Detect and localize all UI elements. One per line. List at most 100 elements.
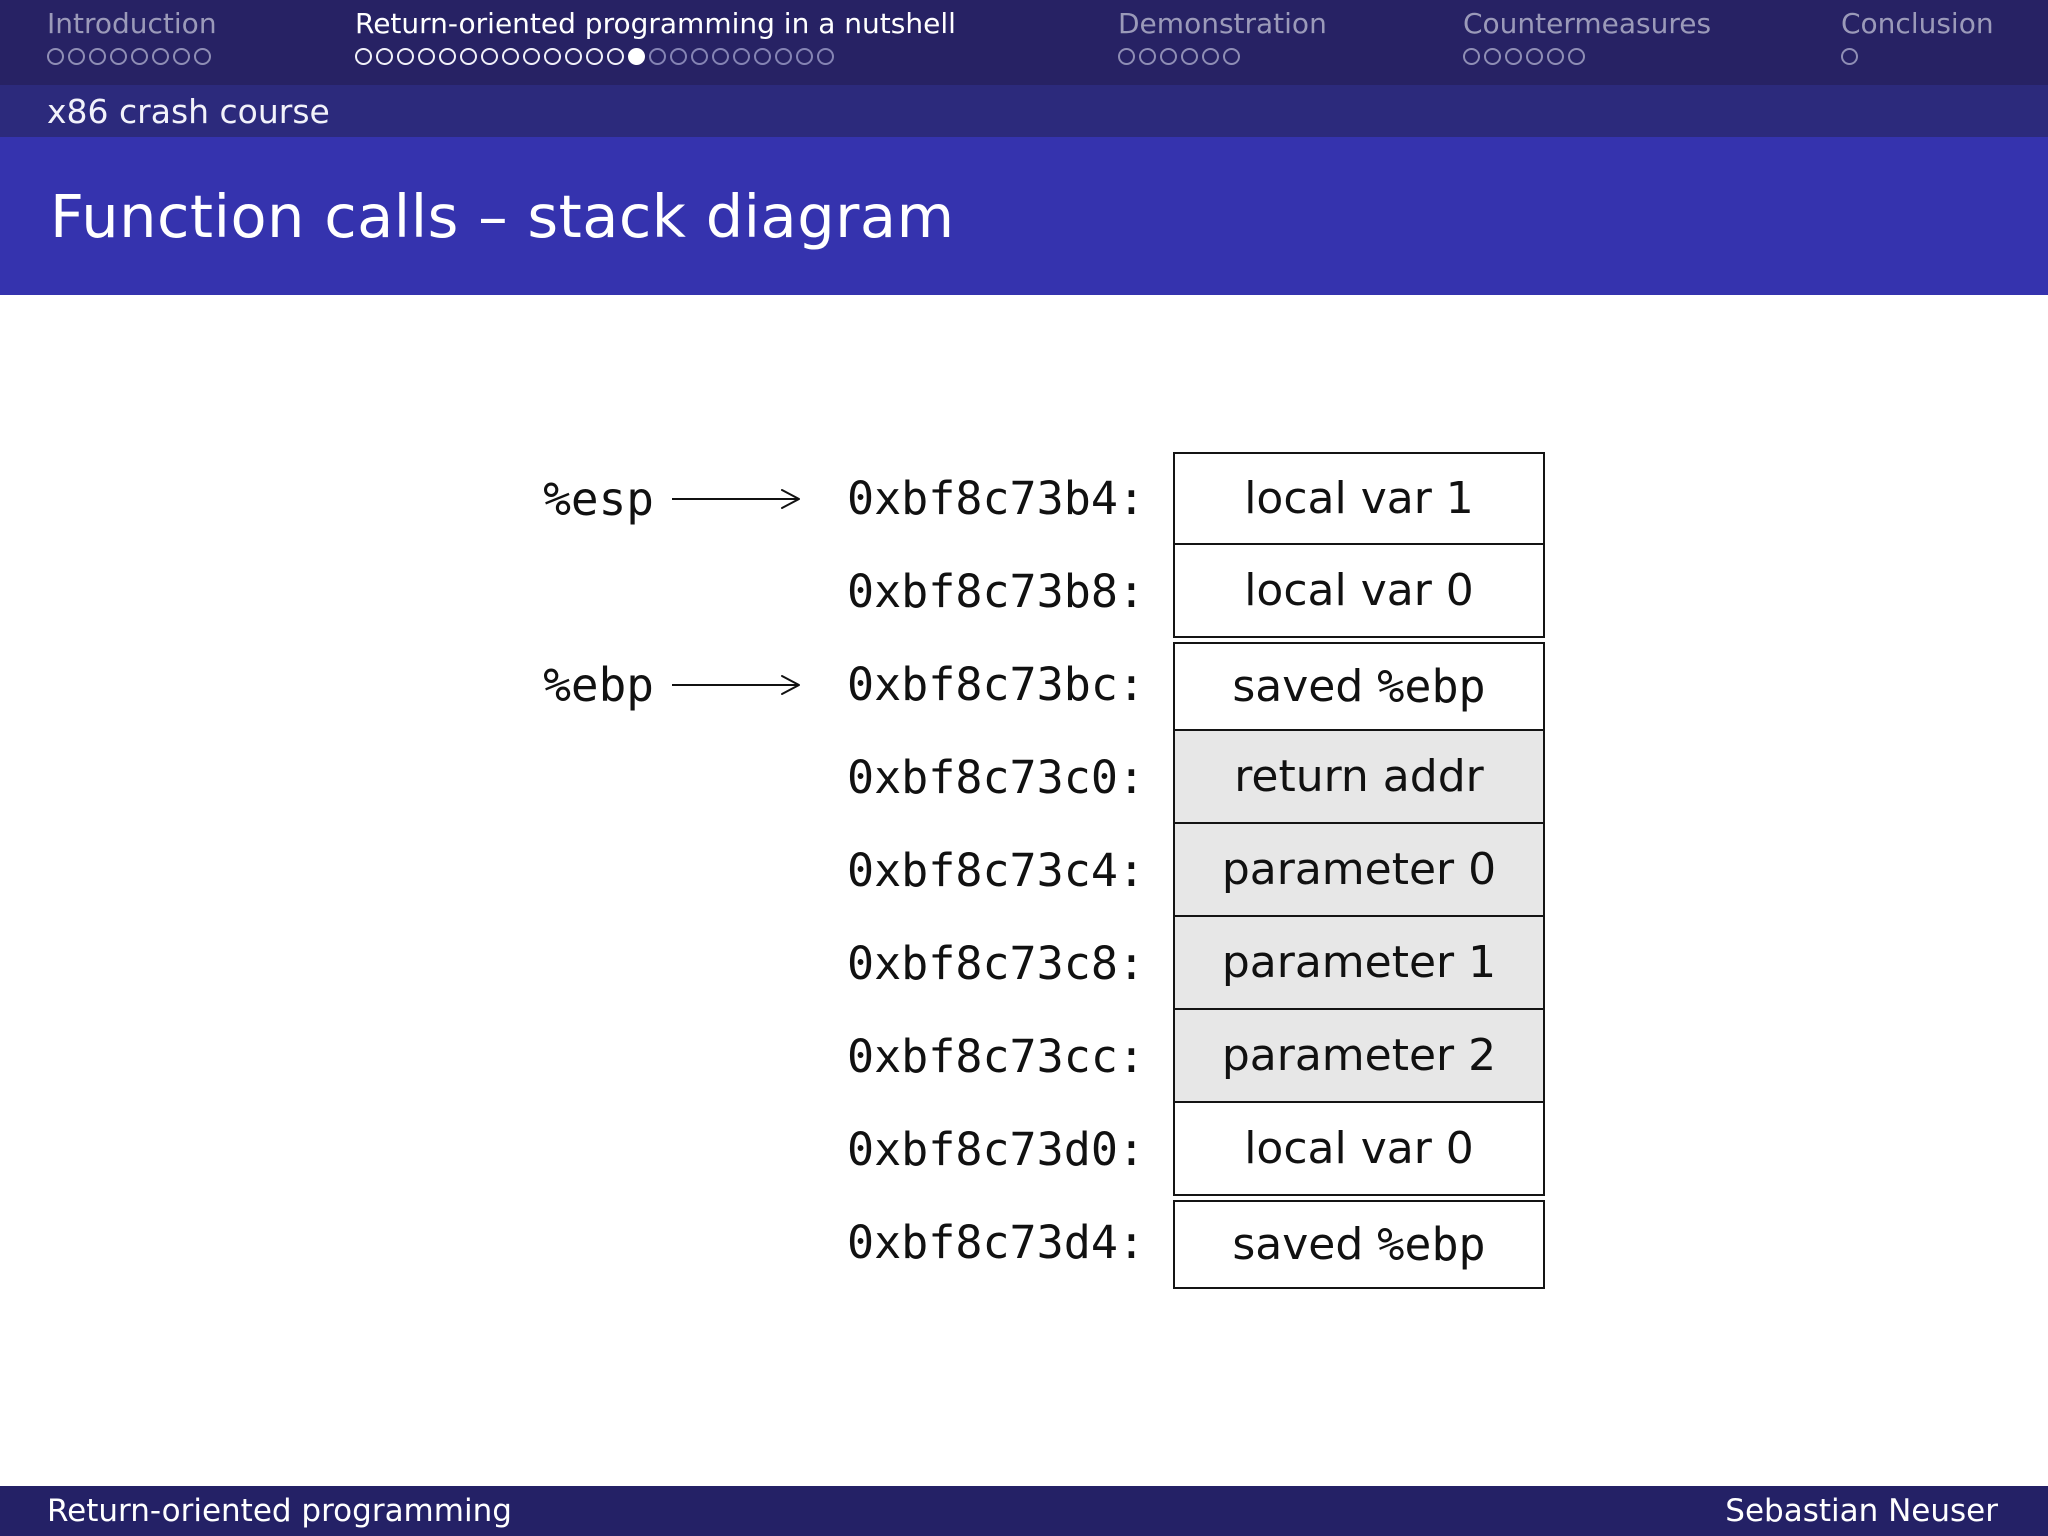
register-pointer-zone: %esp bbox=[0, 452, 805, 545]
stack-row: 0xbf8c73b8: local var 0 bbox=[0, 545, 2048, 638]
slide-dot[interactable] bbox=[544, 47, 561, 65]
footer-presentation-title: Return-oriented programming bbox=[47, 1493, 512, 1529]
stack-cell: saved %ebp bbox=[1173, 642, 1545, 731]
slide-dot[interactable] bbox=[1160, 47, 1177, 65]
slide-dot[interactable] bbox=[733, 47, 750, 65]
stack-cell: local var 0 bbox=[1173, 1103, 1545, 1196]
stack-cell: parameter 1 bbox=[1173, 917, 1545, 1010]
slide-dot[interactable] bbox=[152, 47, 169, 65]
nav-section-label[interactable]: Countermeasures bbox=[1463, 7, 1712, 40]
slide-dot[interactable] bbox=[47, 47, 64, 65]
nav-section-label[interactable]: Demonstration bbox=[1118, 7, 1327, 40]
stack-cell-wrap: saved %ebp bbox=[1173, 1196, 1545, 1289]
slide-dot[interactable] bbox=[439, 47, 456, 65]
stack-row: 0xbf8c73c8: parameter 1 bbox=[0, 917, 2048, 1010]
stack-cell: return addr bbox=[1173, 731, 1545, 824]
slide-dot[interactable] bbox=[1223, 47, 1240, 65]
stack-cell: local var 0 bbox=[1173, 545, 1545, 638]
slide-dot[interactable] bbox=[481, 47, 498, 65]
slide-dot[interactable] bbox=[502, 47, 519, 65]
address-label: 0xbf8c73cc: bbox=[846, 1030, 1145, 1083]
slide-dot-row bbox=[355, 47, 956, 65]
address-label: 0xbf8c73b8: bbox=[846, 565, 1145, 618]
frame-title-bar: Function calls – stack diagram bbox=[0, 137, 2048, 295]
slide-dot[interactable] bbox=[131, 47, 148, 65]
slide-dot[interactable] bbox=[1181, 47, 1198, 65]
register-pointer-zone bbox=[0, 1196, 805, 1289]
nav-section-label[interactable]: Introduction bbox=[47, 7, 217, 40]
register-pointer-zone bbox=[0, 731, 805, 824]
slide-dot[interactable] bbox=[796, 47, 813, 65]
cell-text: local var 0 bbox=[1244, 1123, 1474, 1174]
cell-text: parameter 0 bbox=[1221, 844, 1497, 895]
register-pointer-zone bbox=[0, 824, 805, 917]
stack-cell-wrap: parameter 0 bbox=[1173, 824, 1545, 917]
slide-dot[interactable] bbox=[355, 47, 372, 65]
address-label: 0xbf8c73c4: bbox=[846, 844, 1145, 897]
slide-dot[interactable] bbox=[817, 47, 834, 65]
inline-register-name: %ebp bbox=[1377, 1218, 1486, 1271]
slide-dot-row bbox=[47, 47, 217, 65]
slide-dot[interactable] bbox=[460, 47, 477, 65]
slide-dot[interactable] bbox=[649, 47, 666, 65]
nav-section-return-oriented-programming-in-a-nutshell[interactable]: Return-oriented programming in a nutshel… bbox=[355, 7, 956, 65]
right-arrow-icon bbox=[672, 674, 800, 695]
nav-section-introduction[interactable]: Introduction bbox=[47, 7, 217, 65]
subsection-bar: x86 crash course bbox=[0, 85, 2048, 137]
slide-dot[interactable] bbox=[194, 47, 211, 65]
stack-row: %esp 0xbf8c73b4: local var 1 bbox=[0, 452, 2048, 545]
nav-section-conclusion[interactable]: Conclusion bbox=[1841, 7, 1994, 65]
slide-dot[interactable] bbox=[1139, 47, 1156, 65]
stack-cell-wrap: parameter 2 bbox=[1173, 1010, 1545, 1103]
nav-section-label[interactable]: Return-oriented programming in a nutshel… bbox=[355, 7, 956, 40]
slide-dot[interactable] bbox=[110, 47, 127, 65]
slide-dot[interactable] bbox=[691, 47, 708, 65]
slide-dot[interactable] bbox=[68, 47, 85, 65]
stack-row: 0xbf8c73d4: saved %ebp bbox=[0, 1196, 2048, 1289]
stack-cell: saved %ebp bbox=[1173, 1200, 1545, 1289]
slide-dot[interactable] bbox=[670, 47, 687, 65]
slide-dot[interactable] bbox=[173, 47, 190, 65]
subsection-title: x86 crash course bbox=[47, 91, 330, 131]
slide-dot[interactable] bbox=[1568, 47, 1585, 65]
slide-dot[interactable] bbox=[1202, 47, 1219, 65]
stack-cell-wrap: local var 1 bbox=[1173, 452, 1545, 545]
slide-dot[interactable] bbox=[89, 47, 106, 65]
nav-section-demonstration[interactable]: Demonstration bbox=[1118, 7, 1327, 65]
slide-dot[interactable] bbox=[628, 47, 645, 65]
slide-dot[interactable] bbox=[523, 47, 540, 65]
nav-section-countermeasures[interactable]: Countermeasures bbox=[1463, 7, 1712, 65]
slide-dot[interactable] bbox=[1841, 47, 1858, 65]
slide-dot[interactable] bbox=[607, 47, 624, 65]
slide-dot[interactable] bbox=[1463, 47, 1480, 65]
register-label: %ebp bbox=[543, 657, 654, 712]
slide-dot[interactable] bbox=[1505, 47, 1522, 65]
slide-dot[interactable] bbox=[712, 47, 729, 65]
slide-dot[interactable] bbox=[586, 47, 603, 65]
slide-dot[interactable] bbox=[376, 47, 393, 65]
inline-register-name: %ebp bbox=[1377, 660, 1486, 713]
stack-cell-wrap: local var 0 bbox=[1173, 545, 1545, 638]
nav-section-label[interactable]: Conclusion bbox=[1841, 7, 1994, 40]
slide-dot[interactable] bbox=[1118, 47, 1135, 65]
cell-text: parameter 1 bbox=[1221, 937, 1497, 988]
slide-dot[interactable] bbox=[565, 47, 582, 65]
slide-dot[interactable] bbox=[397, 47, 414, 65]
stack-row: %ebp 0xbf8c73bc: saved %ebp bbox=[0, 638, 2048, 731]
slide-dot[interactable] bbox=[1547, 47, 1564, 65]
cell-text: parameter 2 bbox=[1221, 1030, 1497, 1081]
address-label: 0xbf8c73d4: bbox=[846, 1216, 1145, 1269]
register-pointer-zone bbox=[0, 917, 805, 1010]
section-navigation-bar: Introduction Return-oriented programming… bbox=[0, 0, 2048, 85]
address-label: 0xbf8c73c8: bbox=[846, 937, 1145, 990]
slide-dot[interactable] bbox=[754, 47, 771, 65]
stack-row: 0xbf8c73c0: return addr bbox=[0, 731, 2048, 824]
slide-dot[interactable] bbox=[1484, 47, 1501, 65]
address-label: 0xbf8c73bc: bbox=[846, 658, 1145, 711]
cell-text: saved bbox=[1232, 1219, 1378, 1270]
slide-dot[interactable] bbox=[418, 47, 435, 65]
slide-dot[interactable] bbox=[1526, 47, 1543, 65]
cell-text: local var 0 bbox=[1244, 565, 1474, 616]
slide-dot[interactable] bbox=[775, 47, 792, 65]
